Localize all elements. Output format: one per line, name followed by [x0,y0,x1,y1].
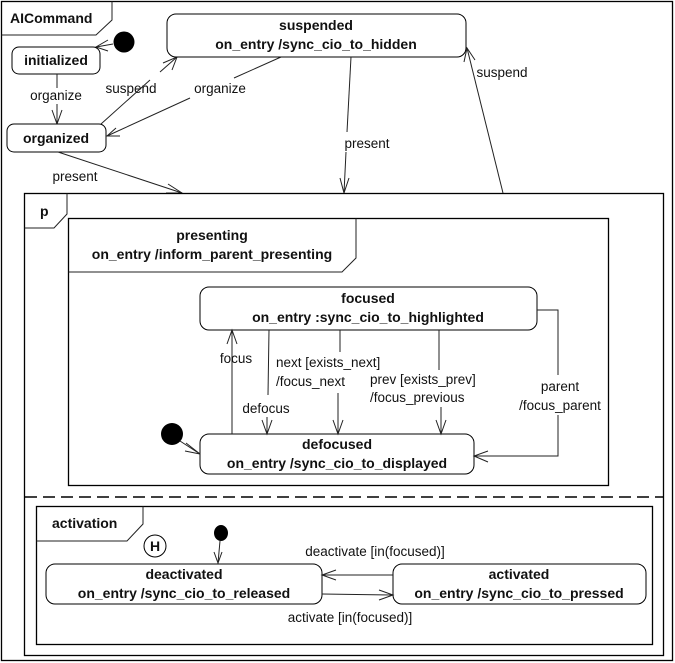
state-suspended-name: suspended [279,17,353,33]
state-initialized-label: initialized [24,52,88,68]
state-organized[interactable]: organized [6,123,107,153]
transition-label-parent-1: parent [541,379,580,394]
activation-title: activation [52,515,117,531]
suspended-p-edge-b [343,151,347,194]
arrowhead-icon [320,569,337,581]
state-defocused-name: defocused [302,436,372,452]
organized-suspended-edge-b [159,56,178,73]
state-suspended-box [166,13,467,58]
suspended-organized-edge-a [233,56,282,79]
parent-edge-b [474,415,559,457]
arrowhead-icon [213,551,223,565]
state-deactivated-box [45,563,323,605]
state-defocused-entry: on_entry /sync_cio_to_displayed [227,455,447,471]
state-focused-entry: on_entry :sync_cio_to_highlighted [252,309,484,325]
aicommand-frame-tab [1,1,113,36]
aicommand-title: AICommand [10,10,92,26]
state-activated[interactable]: activated on_entry /sync_cio_to_pressed [392,563,647,605]
state-organized-box [6,123,107,153]
state-focused-box [199,286,538,331]
state-deactivated-name: deactivated [145,566,222,582]
transition-label-next-2: /focus_next [276,374,345,389]
state-focused-name: focused [341,290,395,306]
transition-label-organize-1: organize [30,88,82,103]
suspended-organized-edge-b [106,97,191,137]
arrowhead-icon [226,328,238,345]
arrowhead-icon [463,46,476,63]
arrowhead-icon [105,127,120,137]
transition-label-prev-2: /focus_previous [370,390,465,405]
deactivated-activated-edge [321,593,394,596]
transition-label-suspend-1: suspend [105,81,156,96]
transition-label-activate: activate [in(focused)] [288,610,413,625]
arrowhead-icon [435,419,447,436]
state-presenting-name: presenting [176,227,248,243]
state-suspended[interactable]: suspended on_entry /sync_cio_to_hidden [166,13,467,58]
state-deactivated[interactable]: deactivated on_entry /sync_cio_to_releas… [45,563,323,605]
history-label: H [150,538,160,554]
transition-label-prev-1: prev [exists_prev] [370,372,476,387]
presenting-frame-tab [68,218,357,273]
state-presenting-entry: on_entry /inform_parent_presenting [92,246,332,262]
organized-suspended-edge-a [100,79,151,125]
state-activated-entry: on_entry /sync_cio_to_pressed [414,585,623,601]
arrowhead-icon [94,39,109,52]
transition-label-focus: focus [220,351,253,366]
transition-label-parent-2: /focus_parent [519,398,601,413]
p-frame-tab [24,193,68,229]
history-circle-icon [143,534,167,558]
initial-pseudostate-presenting [161,423,183,445]
state-initialized[interactable]: initialized [11,46,101,75]
transition-label-present-1: present [52,169,97,184]
parent-edge-a [537,309,559,375]
initial-to-deactivated-edge [217,540,221,564]
state-activated-box [392,563,647,605]
state-activated-name: activated [489,566,550,582]
transition-label-suspend-2: suspend [476,65,527,80]
state-focused[interactable]: focused on_entry :sync_cio_to_highlighte… [199,286,538,331]
transition-label-present-2: present [344,136,389,151]
p-title: p [40,203,49,219]
transition-label-next-1: next [exists_next] [276,355,380,370]
state-defocused[interactable]: defocused on_entry /sync_cio_to_displaye… [199,433,475,475]
state-suspended-entry: on_entry /sync_cio_to_hidden [215,36,417,52]
arrowhead-icon [472,450,489,463]
transition-label-deactivate: deactivate [in(focused)] [305,544,445,559]
arrowhead-icon [184,442,201,455]
arrowhead-icon [332,419,344,436]
initial-pseudostate-activation [214,525,228,541]
initial-to-initialized-edge [95,43,114,48]
activation-frame-tab [36,506,144,542]
arrowhead-icon [378,589,395,601]
arrowhead-icon [261,419,273,436]
transition-label-organize-2: organize [194,81,246,96]
state-deactivated-entry: on_entry /sync_cio_to_released [78,585,290,601]
organized-p-edge [57,151,183,194]
focused-defocused-edge-a [267,329,270,396]
p-suspended-edge [466,47,504,194]
transition-label-defocus: defocus [242,401,290,416]
suspended-p-edge-a [346,56,352,133]
state-initialized-box [11,46,101,75]
state-organized-label: organized [23,130,89,146]
initial-pseudostate-top [113,31,135,53]
history-pseudostate: H [143,534,167,558]
